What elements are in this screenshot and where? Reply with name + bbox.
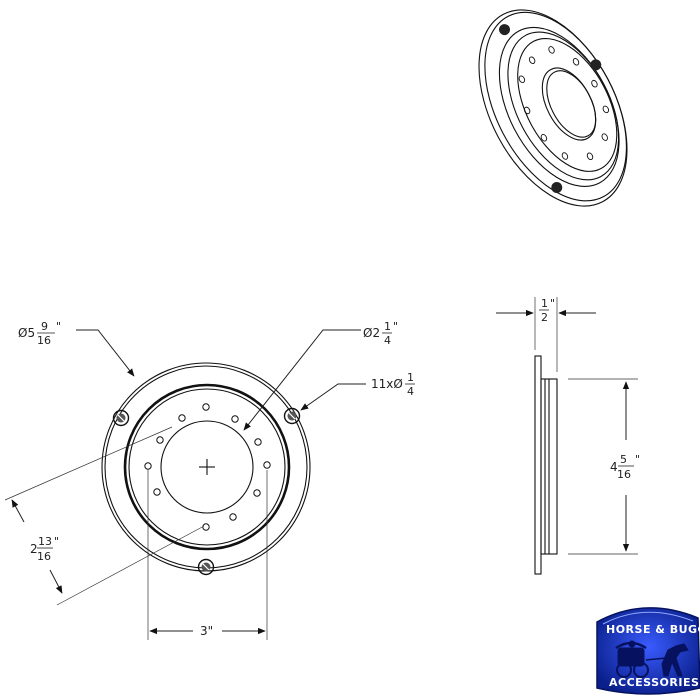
svg-text:HORSE & BUGGY: HORSE & BUGGY <box>606 623 700 636</box>
horse-buggy-logo: HORSE & BUGGY ACCESSORIES <box>596 607 700 695</box>
svg-text:2: 2 <box>541 311 548 324</box>
screw-icon <box>112 409 130 427</box>
svg-text:4: 4 <box>407 385 414 398</box>
screw-icon <box>197 558 215 576</box>
horse-buggy-icon <box>615 640 689 678</box>
svg-text:11xØ: 11xØ <box>371 377 403 391</box>
svg-text:16: 16 <box>37 550 51 563</box>
thickness-label: 1 2 " <box>539 297 555 324</box>
svg-text:": " <box>550 297 555 310</box>
front-view <box>4 362 311 640</box>
svg-text:2: 2 <box>30 542 38 556</box>
screw-icon <box>590 59 602 71</box>
front-dimension-lines <box>11 329 366 635</box>
bolt-offset-label: 2 13 16 " <box>30 535 59 563</box>
svg-text:4: 4 <box>384 334 391 347</box>
svg-text:1: 1 <box>541 297 548 310</box>
svg-text:": " <box>54 535 59 548</box>
svg-text:1: 1 <box>407 371 414 384</box>
svg-text:ACCESSORIES: ACCESSORIES <box>609 676 699 689</box>
outer-diameter-label: Ø5 9 16 " <box>18 320 61 347</box>
side-view <box>496 297 638 575</box>
screw-icon <box>499 24 511 36</box>
svg-text:5: 5 <box>620 453 627 466</box>
flange-height-label: 4 5 16 " <box>610 453 640 481</box>
svg-text:1: 1 <box>384 320 391 333</box>
svg-text:": " <box>56 320 61 333</box>
spacing-label: 3" <box>200 624 213 638</box>
svg-text:13: 13 <box>38 535 52 548</box>
inner-diameter-label: Ø2 1 4 " <box>363 320 398 347</box>
holes-label: 11xØ 1 4 <box>371 371 415 398</box>
svg-text:4: 4 <box>610 460 618 474</box>
svg-text:Ø2: Ø2 <box>363 326 380 340</box>
svg-text:9: 9 <box>41 320 48 333</box>
svg-text:16: 16 <box>37 334 51 347</box>
screw-icon <box>551 182 563 194</box>
svg-text:": " <box>393 320 398 333</box>
svg-text:": " <box>635 453 640 466</box>
svg-text:16: 16 <box>617 468 631 481</box>
svg-text:Ø5: Ø5 <box>18 326 35 340</box>
isometric-view <box>478 9 628 207</box>
screw-icon <box>283 407 301 425</box>
